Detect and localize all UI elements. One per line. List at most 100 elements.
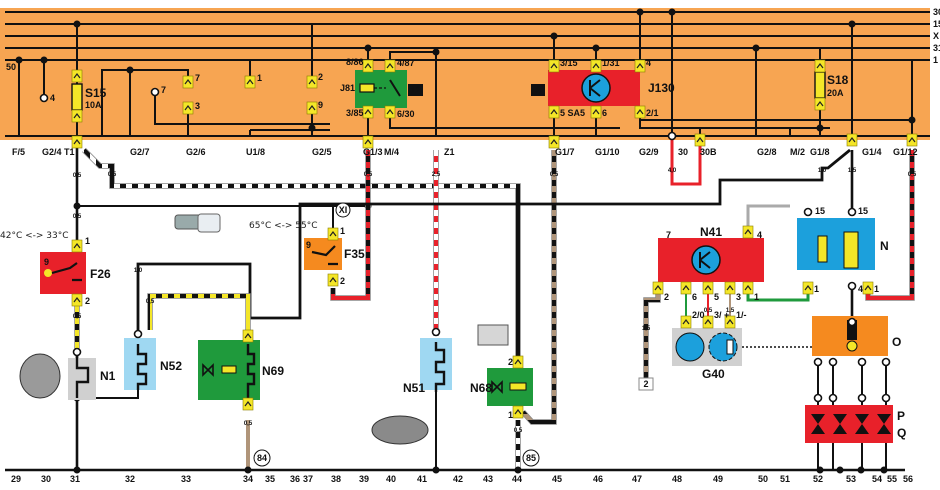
pin-6-30: 6/30 — [397, 109, 415, 119]
relay-n — [797, 218, 875, 270]
connector-pin — [327, 227, 339, 241]
junction-dot — [836, 466, 844, 474]
track-number: 43 — [483, 474, 493, 484]
pin-4-87: 4/87 — [397, 58, 415, 68]
terminal-ring — [813, 393, 823, 403]
label: 7 — [195, 73, 200, 83]
connector-pin — [590, 105, 602, 119]
n51-resistor-symbol — [434, 342, 446, 392]
wire-red-30 — [670, 140, 702, 186]
n41-transistor — [691, 245, 721, 275]
ref-box-label: 2 — [643, 379, 648, 389]
connector-pin — [802, 281, 814, 295]
connector-pin — [702, 281, 714, 295]
connector-chevron — [184, 105, 192, 111]
connector-chevron — [592, 109, 600, 115]
label: 1/- — [736, 310, 747, 320]
panel-terminal-G2-4: G2/4 — [42, 147, 62, 157]
f26-symbol: 9 — [44, 257, 49, 267]
connector-chevron — [246, 79, 254, 85]
fuse-s15-rating: 10A — [85, 100, 102, 110]
junction-dot — [432, 466, 440, 474]
valve-image — [477, 324, 509, 346]
terminal-ring — [881, 393, 891, 403]
bus-label-30: 30 — [933, 7, 940, 17]
connector-chevron — [386, 63, 394, 69]
n69-coil — [221, 365, 237, 374]
track-number: 50 — [758, 474, 768, 484]
n41-label: N41 — [700, 225, 722, 239]
terminal-ring — [431, 327, 441, 337]
n-coil-left — [817, 235, 828, 263]
pq-diode-1 — [833, 414, 847, 434]
track-number: 34 — [243, 474, 253, 484]
label: 2 — [318, 72, 323, 82]
wire-size-label: 1,5 — [726, 308, 735, 314]
panel-terminal-30: 30 — [678, 147, 688, 157]
panel-terminal-U1-8: U1/8 — [246, 147, 265, 157]
label: 1 — [340, 226, 345, 236]
wire-black-n52 — [136, 148, 851, 344]
track-number: 37 — [303, 474, 313, 484]
connector-chevron — [816, 63, 824, 69]
track-number: 35 — [265, 474, 275, 484]
connector-pin — [182, 75, 194, 89]
panel-terminal-M-4: M/4 — [384, 147, 399, 157]
connector-pin — [362, 105, 374, 119]
connector-chevron — [364, 109, 372, 115]
ground-ref-85-label: 85 — [526, 453, 536, 463]
terminal-ring — [813, 357, 823, 367]
module-j130-label: J130 — [648, 81, 675, 95]
wire-size-label: 0,5 — [73, 314, 82, 320]
label: 2 — [508, 357, 513, 367]
track-number: 52 — [813, 474, 823, 484]
n52-resistor-symbol — [136, 344, 148, 390]
track-number: 44 — [512, 474, 522, 484]
connector-chevron — [592, 63, 600, 69]
wire-brb-n68 — [521, 150, 556, 424]
n-coil-right — [843, 231, 859, 269]
f26-indicator — [44, 269, 52, 277]
terminal-ring — [847, 281, 857, 291]
wire-bw-n68 — [82, 148, 520, 372]
bus-lines — [5, 11, 930, 137]
connector-pin — [244, 75, 256, 89]
bus-label-50: 50 — [6, 62, 16, 72]
pq-diode-2 — [855, 414, 869, 434]
terminal-ring — [803, 207, 813, 217]
components — [19, 59, 918, 467]
n1-resistor-symbol — [75, 356, 90, 398]
wire-rb-f35 — [331, 150, 370, 300]
wire — [154, 95, 330, 125]
ground-ref-xi-label: XI — [339, 205, 348, 215]
label: 7 — [161, 85, 166, 95]
wire-size-label: 0,5 — [108, 172, 117, 178]
relay-j81-label: J81 — [340, 83, 355, 93]
label: 6 — [602, 108, 607, 118]
terminal-ring — [667, 131, 677, 141]
panel-terminal-Z1: Z1 — [444, 147, 455, 157]
connector-pin — [702, 315, 714, 329]
wire-size-label: 0,5 — [73, 214, 82, 220]
terminal-ring — [828, 357, 838, 367]
connector-chevron — [654, 285, 662, 291]
panel-terminal-G1-7: G1/7 — [555, 147, 575, 157]
label: 1 — [257, 73, 262, 83]
panel-terminal-G1-10: G1/10 — [595, 147, 620, 157]
relay-coil — [359, 83, 375, 93]
resistor-n1 — [68, 358, 96, 400]
track-number: 29 — [11, 474, 21, 484]
f35-temp-range: 65°C <-> 55°C — [249, 221, 318, 231]
connector-chevron — [636, 63, 644, 69]
track-number: 53 — [846, 474, 856, 484]
connector-chevron — [550, 63, 558, 69]
wire — [77, 390, 139, 399]
terminal-ring — [881, 357, 891, 367]
terminal-ring — [39, 93, 49, 103]
n69-valve-symbol — [202, 363, 214, 377]
connector-chevron — [744, 229, 752, 235]
f26-contact — [51, 262, 82, 282]
track-number: 39 — [359, 474, 369, 484]
n1-label: N1 — [100, 369, 116, 383]
